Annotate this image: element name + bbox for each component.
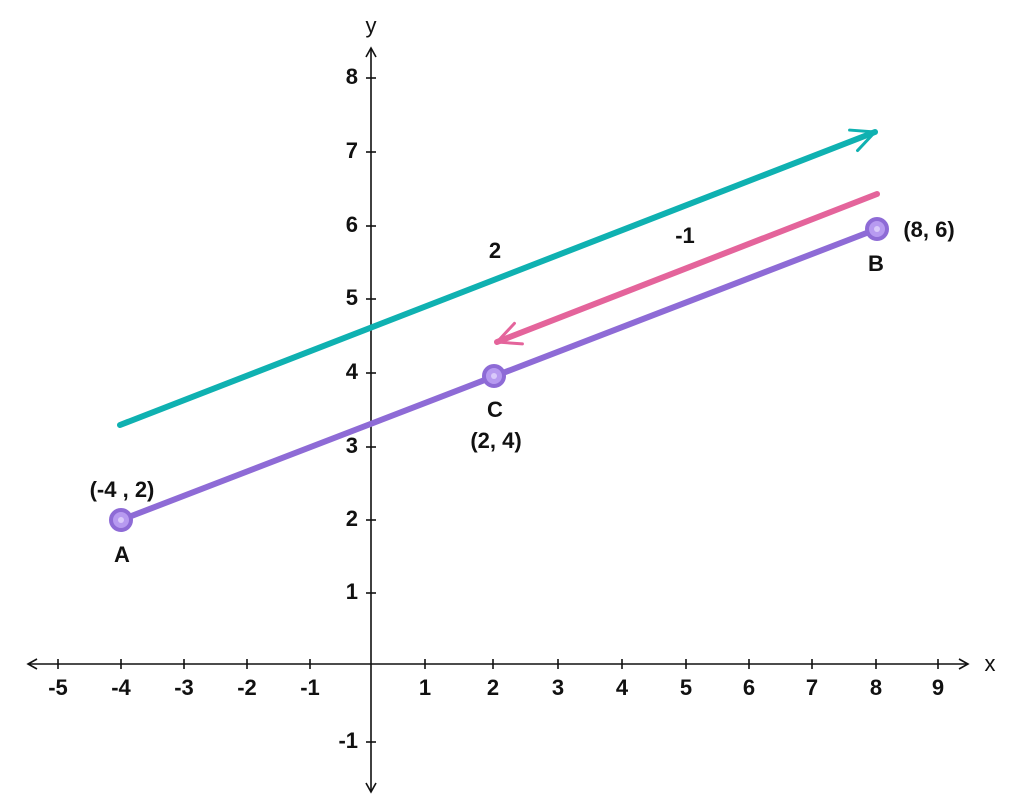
point-b-name: B [868, 251, 884, 276]
point-a-coords: (-4 , 2) [90, 477, 155, 502]
point-c-name: C [487, 397, 503, 422]
x-tick-label: -2 [237, 675, 257, 700]
y-axis-ticks: -1 1 2 3 4 5 6 7 8 [338, 64, 376, 753]
point-b-coords: (8, 6) [903, 217, 954, 242]
x-tick-label: 3 [552, 675, 564, 700]
y-axis-label: y [366, 13, 377, 38]
teal-vector [117, 128, 878, 428]
point-c [482, 364, 506, 388]
x-tick-label: 2 [487, 675, 499, 700]
x-axis-label: x [985, 651, 996, 676]
y-tick-label: 7 [346, 138, 358, 163]
x-tick-label: 5 [680, 675, 692, 700]
point-a-name: A [114, 542, 130, 567]
teal-vector-label: 2 [489, 238, 501, 263]
x-tick-label: 6 [743, 675, 755, 700]
point-b [865, 217, 889, 241]
x-tick-label: -4 [111, 675, 131, 700]
x-axis-ticks: -5 -4 -3 -2 -1 1 2 3 4 5 6 7 8 9 [48, 659, 944, 700]
pink-vector [494, 191, 880, 346]
x-tick-label: -1 [300, 675, 320, 700]
x-tick-label: 4 [616, 675, 629, 700]
x-tick-label: 9 [932, 675, 944, 700]
x-tick-label: -5 [48, 675, 68, 700]
y-tick-label: 1 [346, 579, 358, 604]
y-tick-label: 4 [346, 359, 359, 384]
y-tick-label: 2 [346, 506, 358, 531]
y-tick-label: 3 [346, 433, 358, 458]
pink-vector-label: -1 [675, 223, 695, 248]
x-tick-label: 1 [419, 675, 431, 700]
y-tick-label: 5 [346, 285, 358, 310]
x-tick-label: 8 [870, 675, 882, 700]
y-tick-label: 6 [346, 212, 358, 237]
point-c-coords: (2, 4) [470, 428, 521, 453]
point-a [109, 508, 133, 532]
x-tick-label: 7 [806, 675, 818, 700]
y-tick-label: 8 [346, 64, 358, 89]
x-tick-label: -3 [174, 675, 194, 700]
y-tick-label: -1 [338, 728, 358, 753]
